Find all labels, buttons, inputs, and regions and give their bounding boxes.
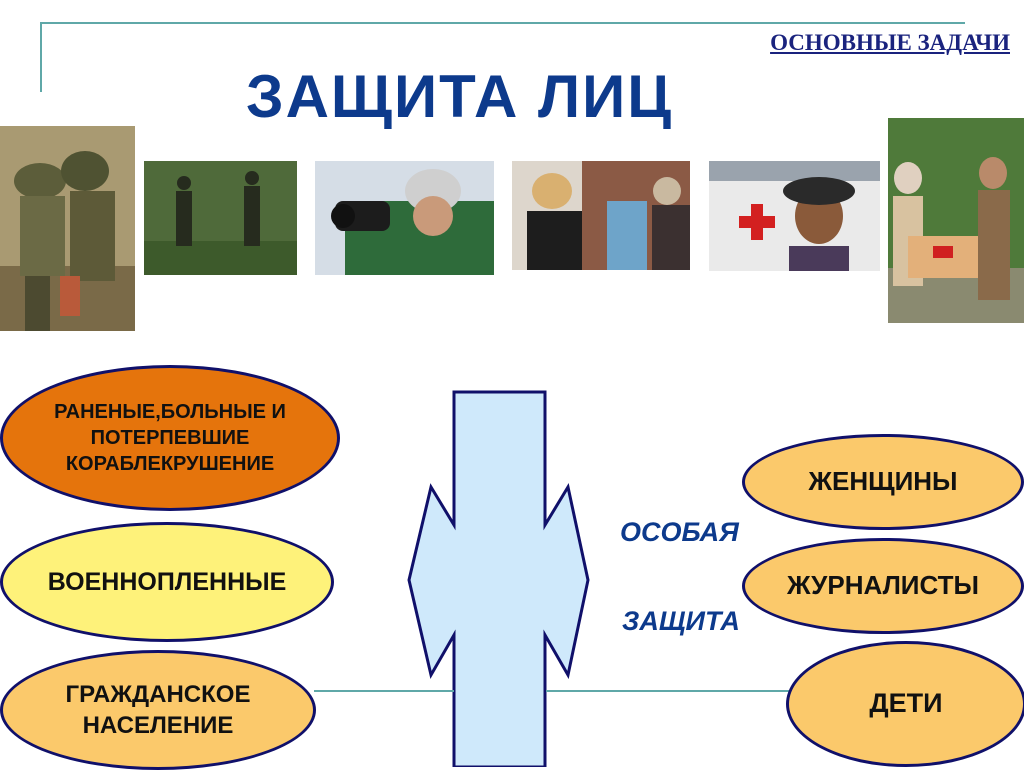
frame-line-top [40, 22, 965, 24]
journalists-label: ЖУРНАЛИСТЫ [787, 570, 979, 601]
ellipse-journalists: ЖУРНАЛИСТЫ [742, 538, 1024, 634]
ellipse-children: ДЕТИ [786, 641, 1024, 767]
special-line1: ОСОБАЯ [620, 517, 739, 547]
pows-label: ВОЕННОПЛЕННЫЕ [47, 567, 287, 596]
child-red-cross-photo [709, 161, 880, 271]
soldiers-field-photo [144, 161, 297, 275]
journalist-camera-photo [315, 161, 494, 275]
double-arrow-shape [407, 390, 590, 767]
slide-subtitle: ОСНОВНЫЕ ЗАДАЧИ [770, 30, 1010, 55]
ellipse-civilians: ГРАЖДАНСКОЕ НАСЕЛЕНИЕ [0, 650, 316, 770]
frame-line-left [40, 22, 42, 92]
civilians-label: ГРАЖДАНСКОЕ НАСЕЛЕНИЕ [65, 680, 251, 739]
ellipse-women: ЖЕНЩИНЫ [742, 434, 1024, 530]
aid-delivery-photo [888, 118, 1024, 323]
slide-title: ЗАЩИТА ЛИЦ [246, 63, 674, 130]
women-refugees-photo [512, 161, 690, 270]
connector-right [546, 690, 790, 692]
connector-left [314, 690, 454, 692]
ellipse-pows: ВОЕННОПЛЕННЫЕ [0, 522, 334, 642]
wounded-label: РАНЕНЫЕ,БОЛЬНЫЕ И ПОТЕРПЕВШИЕ КОРАБЛЕКРУ… [54, 401, 286, 475]
women-label: ЖЕНЩИНЫ [808, 466, 958, 497]
special-line2: ЗАЩИТА [622, 606, 740, 636]
wounded-soldier-photo [0, 126, 135, 331]
children-label: ДЕТИ [869, 688, 943, 719]
ellipse-wounded: РАНЕНЫЕ,БОЛЬНЫЕ И ПОТЕРПЕВШИЕ КОРАБЛЕКРУ… [0, 365, 340, 511]
